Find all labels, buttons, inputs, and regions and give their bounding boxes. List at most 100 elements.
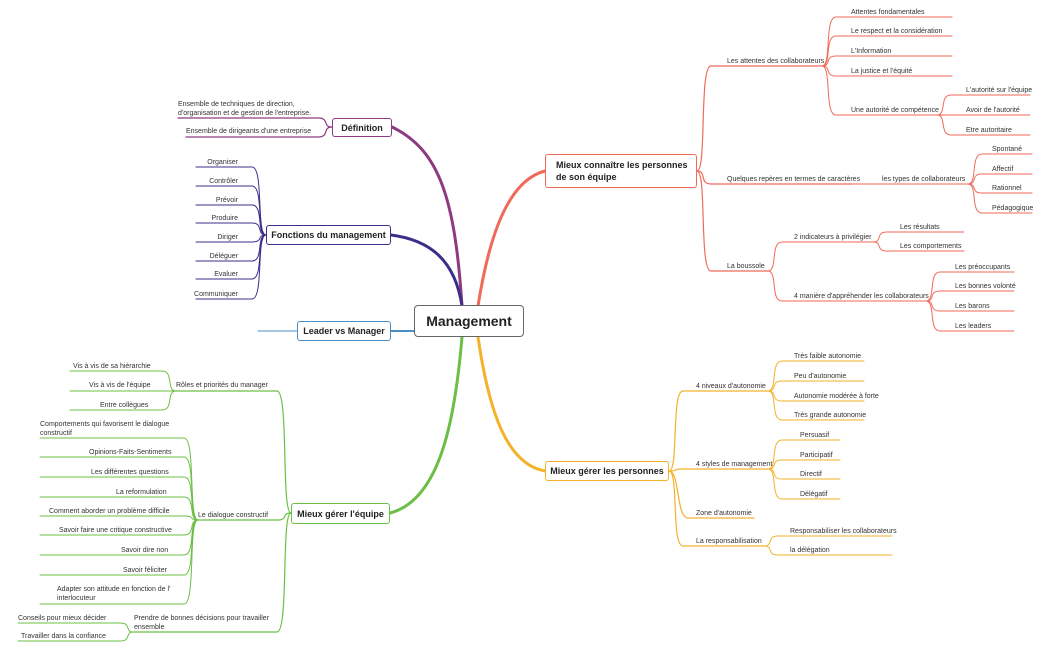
topic-leaders[interactable]: Les leaders — [955, 323, 992, 330]
topic-reperes-caracteres[interactable]: Quelques repères en termes de caractères — [727, 176, 861, 183]
topic-niveaux-autonomie[interactable]: 4 niveaux d'autonomie — [696, 383, 766, 390]
connector-line — [195, 204, 267, 236]
connector-line — [872, 241, 965, 252]
topic-questions[interactable]: Les différentes questions — [91, 469, 169, 476]
topic-feliciter[interactable]: Savoir féliciter — [123, 567, 167, 574]
topic-etre-autoritaire[interactable]: Etre autoritaire — [966, 127, 1012, 134]
branch-mieux-connaitre[interactable]: Mieux connaître les personnes de son équ… — [545, 154, 697, 188]
connector-line — [39, 476, 199, 521]
topic-reformulation[interactable]: La reformulation — [116, 489, 167, 496]
topic-persuasif[interactable]: Persuasif — [800, 432, 830, 439]
topic-deleguer[interactable]: Déléguer — [209, 253, 238, 260]
trunk-fonctions — [389, 233, 464, 308]
branch-leader-vs-manager[interactable]: Leader vs Manager — [297, 321, 391, 341]
topic-rationnel[interactable]: Rationnel — [992, 185, 1022, 192]
topic-definition-techniques[interactable]: Ensemble de techniques de direction, d'o… — [178, 101, 312, 117]
connector-line — [185, 126, 333, 138]
topic-comportements[interactable]: Comportements qui favorisent le dialogue… — [40, 421, 170, 437]
connector-line — [668, 390, 769, 472]
topic-autorite-competence[interactable]: Une autorité de compétence — [851, 107, 939, 114]
connector-line — [767, 380, 865, 392]
connector-line — [668, 470, 765, 547]
topic-organiser[interactable]: Organiser — [207, 159, 238, 166]
topic-barons[interactable]: Les barons — [955, 303, 990, 310]
topic-autorite-equipe[interactable]: L'autorité sur l'équipe — [966, 87, 1033, 94]
connector-line — [69, 390, 177, 411]
topic-critique-constructive[interactable]: Savoir faire une critique constructive — [59, 527, 172, 534]
topic-bonnes-volonte[interactable]: Les bonnes volonté — [955, 283, 1016, 290]
topic-respect[interactable]: Le respect et la considération — [851, 28, 943, 35]
topic-tres-grande[interactable]: Très grande autonomie — [794, 412, 867, 419]
topic-affectif[interactable]: Affectif — [992, 166, 1014, 173]
connector-line — [767, 270, 927, 302]
connector-line — [39, 519, 199, 605]
topic-dire-non[interactable]: Savoir dire non — [121, 547, 169, 554]
topic-opinions[interactable]: Opinions-Faits-Sentiments — [89, 449, 172, 456]
topic-communiquer[interactable]: Communiquer — [194, 291, 238, 298]
topic-confiance[interactable]: Travailler dans la confiance — [21, 633, 106, 640]
branch-mieux-gerer-personnes[interactable]: Mieux gérer les personnes — [545, 461, 669, 481]
topic-dialogue-constructif[interactable]: Le dialogue constructif — [198, 512, 269, 519]
topic-adapter-attitude[interactable]: Adapter son attitude en fonction de l' i… — [57, 586, 171, 602]
topic-delegatif[interactable]: Délégatif — [800, 491, 828, 498]
topic-styles-management[interactable]: 4 styles de management — [696, 461, 773, 468]
topic-moderee[interactable]: Autonomie modérée à forte — [794, 393, 879, 400]
topic-boussole[interactable]: La boussole — [727, 263, 765, 270]
topic-justice[interactable]: La justice et l'équité — [851, 68, 913, 75]
connector-line — [925, 271, 1015, 302]
topic-evaluer[interactable]: Evaluer — [214, 271, 238, 278]
topic-participatif[interactable]: Participatif — [800, 452, 833, 459]
connector-line — [821, 35, 953, 67]
topic-comportements-ind[interactable]: Les comportements — [900, 243, 962, 250]
topic-definition-dirigeants[interactable]: Ensemble de dirigeants d'une entreprise — [186, 128, 312, 135]
topic-preoccupants[interactable]: Les préoccupants — [955, 264, 1011, 271]
root-node[interactable]: Management — [414, 305, 524, 337]
topic-roles-priorites[interactable]: Rôles et priorités du manager — [176, 382, 268, 389]
connector-line — [696, 170, 769, 272]
connector-line — [967, 153, 1033, 185]
topic-entre-collegues[interactable]: Entre collègues — [100, 402, 149, 409]
trunk-equipe — [388, 335, 464, 515]
topic-vis-hierarchie[interactable]: Vis à vis de sa hiérarchie — [73, 363, 151, 370]
connector-line — [872, 231, 965, 243]
connector-line — [39, 515, 199, 521]
topic-pedagogique[interactable]: Pédagogique — [992, 205, 1034, 212]
topic-information[interactable]: L'Information — [851, 48, 892, 55]
topic-vis-equipe[interactable]: Vis à vis de l'équipe — [89, 382, 151, 389]
topic-types-collaborateurs[interactable]: les types de collaborateurs — [882, 176, 966, 183]
connector-line — [39, 496, 199, 521]
connector-line — [821, 55, 953, 67]
branch-mieux-gerer-equipe[interactable]: Mieux gérer l'équipe — [291, 503, 390, 524]
connector-line — [177, 117, 333, 128]
connector-line — [197, 512, 292, 521]
trunk-connaitre — [476, 169, 547, 308]
topic-zone-autonomie[interactable]: Zone d'autonomie — [696, 510, 752, 517]
topic-produire[interactable]: Produire — [211, 215, 238, 222]
connector-line — [69, 370, 177, 392]
branch-definition[interactable]: Définition — [332, 118, 392, 137]
topic-conseils-decider[interactable]: Conseils pour mieux décider — [18, 615, 107, 622]
connector-line — [767, 439, 841, 470]
topic-diriger[interactable]: Diriger — [217, 234, 238, 241]
branch-fonctions[interactable]: Fonctions du management — [266, 225, 391, 245]
topic-avoir-autorite[interactable]: Avoir de l'autorité — [966, 107, 1020, 114]
topic-bonnes-decisions[interactable]: Prendre de bonnes décisions pour travail… — [134, 615, 270, 631]
topic-directif[interactable]: Directif — [800, 471, 822, 478]
topic-responsabilisation[interactable]: La responsabilisation — [696, 538, 762, 545]
topic-delegation[interactable]: la délégation — [790, 547, 830, 554]
topic-probleme-difficile[interactable]: Comment aborder un problème difficile — [49, 508, 170, 515]
connector-line — [175, 390, 292, 514]
topic-prevoir[interactable]: Prévoir — [215, 197, 238, 204]
topic-spontane[interactable]: Spontané — [992, 146, 1022, 153]
connector-line — [936, 114, 1031, 136]
topic-resultats[interactable]: Les résultats — [900, 224, 940, 231]
topic-peu-autonomie[interactable]: Peu d'autonomie — [794, 373, 847, 380]
topic-controler[interactable]: Contrôler — [209, 178, 238, 185]
topic-indicateurs[interactable]: 2 indicateurs à privilégier — [794, 234, 872, 241]
topic-responsabiliser[interactable]: Responsabiliser les collaborateurs — [790, 528, 897, 535]
topic-tres-faible[interactable]: Très faible autonomie — [794, 353, 862, 360]
topic-attentes-collaborateurs[interactable]: Les attentes des collaborateurs — [727, 58, 825, 65]
topic-attentes-fondamentales[interactable]: Attentes fondamentales — [851, 9, 925, 16]
topic-manieres[interactable]: 4 manière d'appréhender les collaborateu… — [794, 293, 929, 300]
connector-line — [925, 290, 1015, 302]
